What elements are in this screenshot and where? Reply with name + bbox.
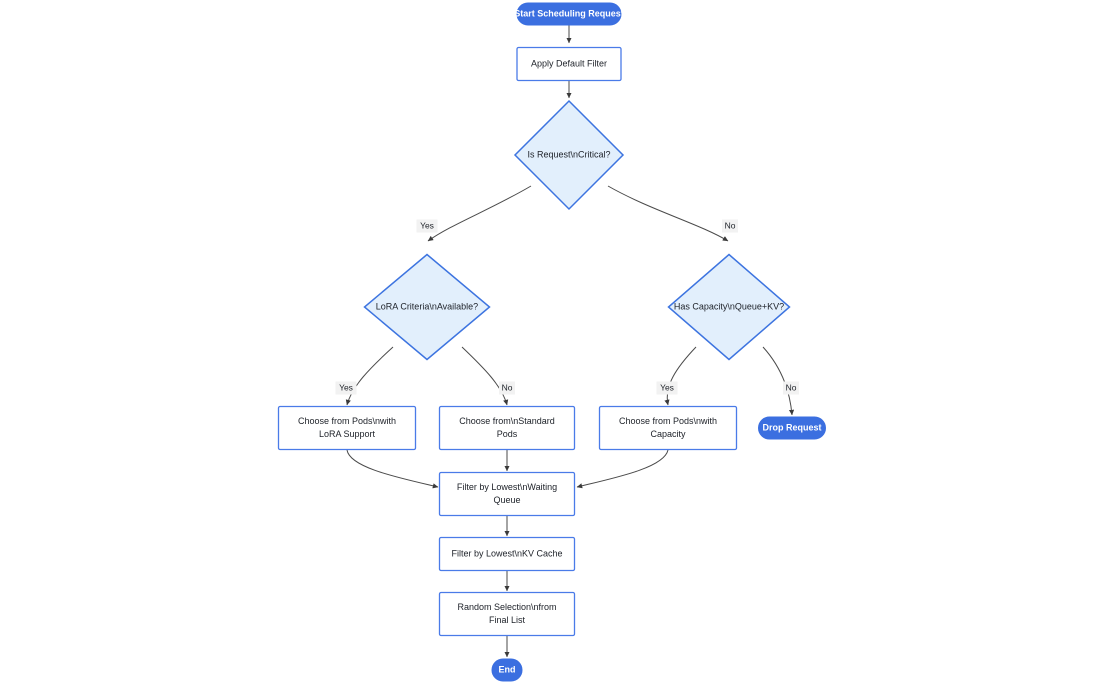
node-is_critical[interactable]: Is Request\nCritical? <box>513 99 625 211</box>
edges-layer <box>345 25 795 658</box>
node-label-random_selection: Final List <box>489 615 526 625</box>
node-start[interactable]: Start Scheduling Request <box>514 2 624 26</box>
edge-is_critical-to-lora_criteria <box>427 185 532 242</box>
edge-label-has_capacity-yes: Yes <box>656 381 678 395</box>
edge-lora_criteria-to-choose_lora <box>345 346 394 406</box>
edge-label-background <box>783 381 799 395</box>
edge-has_capacity-to-drop_request <box>762 346 795 416</box>
node-shape-rect <box>598 405 738 451</box>
node-label-choose_standard: Choose from\nStandard <box>459 416 555 426</box>
node-end[interactable]: End <box>491 658 523 682</box>
edge-label-text: Yes <box>660 382 674 392</box>
edge-label-text: Yes <box>420 220 434 230</box>
node-label-has_capacity: Has Capacity\nQueue+KV? <box>674 301 784 311</box>
edge-is_critical-to-has_capacity <box>607 185 729 242</box>
edge-label-background <box>499 381 515 395</box>
node-label-choose_capacity: Choose from Pods\nwith <box>619 416 717 426</box>
edge-lora_criteria-to-choose_standard <box>461 346 509 406</box>
node-label-filter_queue: Filter by Lowest\nWaiting <box>457 482 557 492</box>
node-label-choose_lora: Choose from Pods\nwith <box>298 416 396 426</box>
node-label-is_critical: Is Request\nCritical? <box>527 149 610 159</box>
node-apply_filter[interactable]: Apply Default Filter <box>516 46 622 82</box>
node-label-apply_filter: Apply Default Filter <box>531 58 607 68</box>
node-shape-diamond <box>363 253 491 361</box>
edge-label-text: Yes <box>339 382 353 392</box>
edge-label-text: No <box>502 382 513 392</box>
node-label-drop_request: Drop Request <box>762 422 821 432</box>
edge-label-background <box>656 381 678 395</box>
node-label-lora_criteria: LoRA Criteria\nAvailable? <box>376 301 478 311</box>
edge-label-lora_criteria-no: No <box>499 381 515 395</box>
edge-label-has_capacity-no: No <box>783 381 799 395</box>
node-drop_request[interactable]: Drop Request <box>758 416 826 440</box>
node-shape-diamond <box>667 253 791 361</box>
edge-label-text: No <box>725 220 736 230</box>
node-shape-rect <box>277 405 417 451</box>
edge-has_capacity-to-choose_capacity <box>664 346 697 406</box>
node-has_capacity[interactable]: Has Capacity\nQueue+KV? <box>667 253 791 361</box>
node-shape-rect <box>438 591 576 637</box>
node-label-choose_lora: LoRA Support <box>319 429 376 439</box>
edge-label-background <box>335 381 357 395</box>
node-shape-diamond <box>513 99 625 211</box>
node-lora_criteria[interactable]: LoRA Criteria\nAvailable? <box>363 253 491 361</box>
edge-choose_lora-to-filter_queue <box>346 449 439 489</box>
edge-label-is_critical-yes: Yes <box>416 219 438 233</box>
node-shape-rect <box>438 471 576 517</box>
node-shape-rect <box>438 536 576 572</box>
node-shape-stadium <box>491 658 523 682</box>
node-label-random_selection: Random Selection\nfrom <box>457 602 556 612</box>
node-label-filter_kv: Filter by Lowest\nKV Cache <box>451 548 562 558</box>
edge-label-is_critical-no: No <box>722 219 738 233</box>
node-shape-stadium <box>758 416 826 440</box>
node-label-start: Start Scheduling Request <box>514 8 624 18</box>
node-label-choose_standard: Pods <box>497 429 518 439</box>
node-label-end: End <box>499 664 516 674</box>
node-label-filter_queue: Queue <box>493 495 520 505</box>
node-shape-stadium <box>516 2 622 26</box>
edge-label-lora_criteria-yes: Yes <box>335 381 357 395</box>
node-filter_kv[interactable]: Filter by Lowest\nKV Cache <box>438 536 576 572</box>
node-shape-rect <box>438 405 576 451</box>
node-label-choose_capacity: Capacity <box>650 429 686 439</box>
node-shape-rect <box>516 46 622 82</box>
edge-label-background <box>416 219 438 233</box>
edge-label-text: No <box>786 382 797 392</box>
edge-choose_capacity-to-filter_queue <box>576 449 669 489</box>
edge-label-background <box>722 219 738 233</box>
